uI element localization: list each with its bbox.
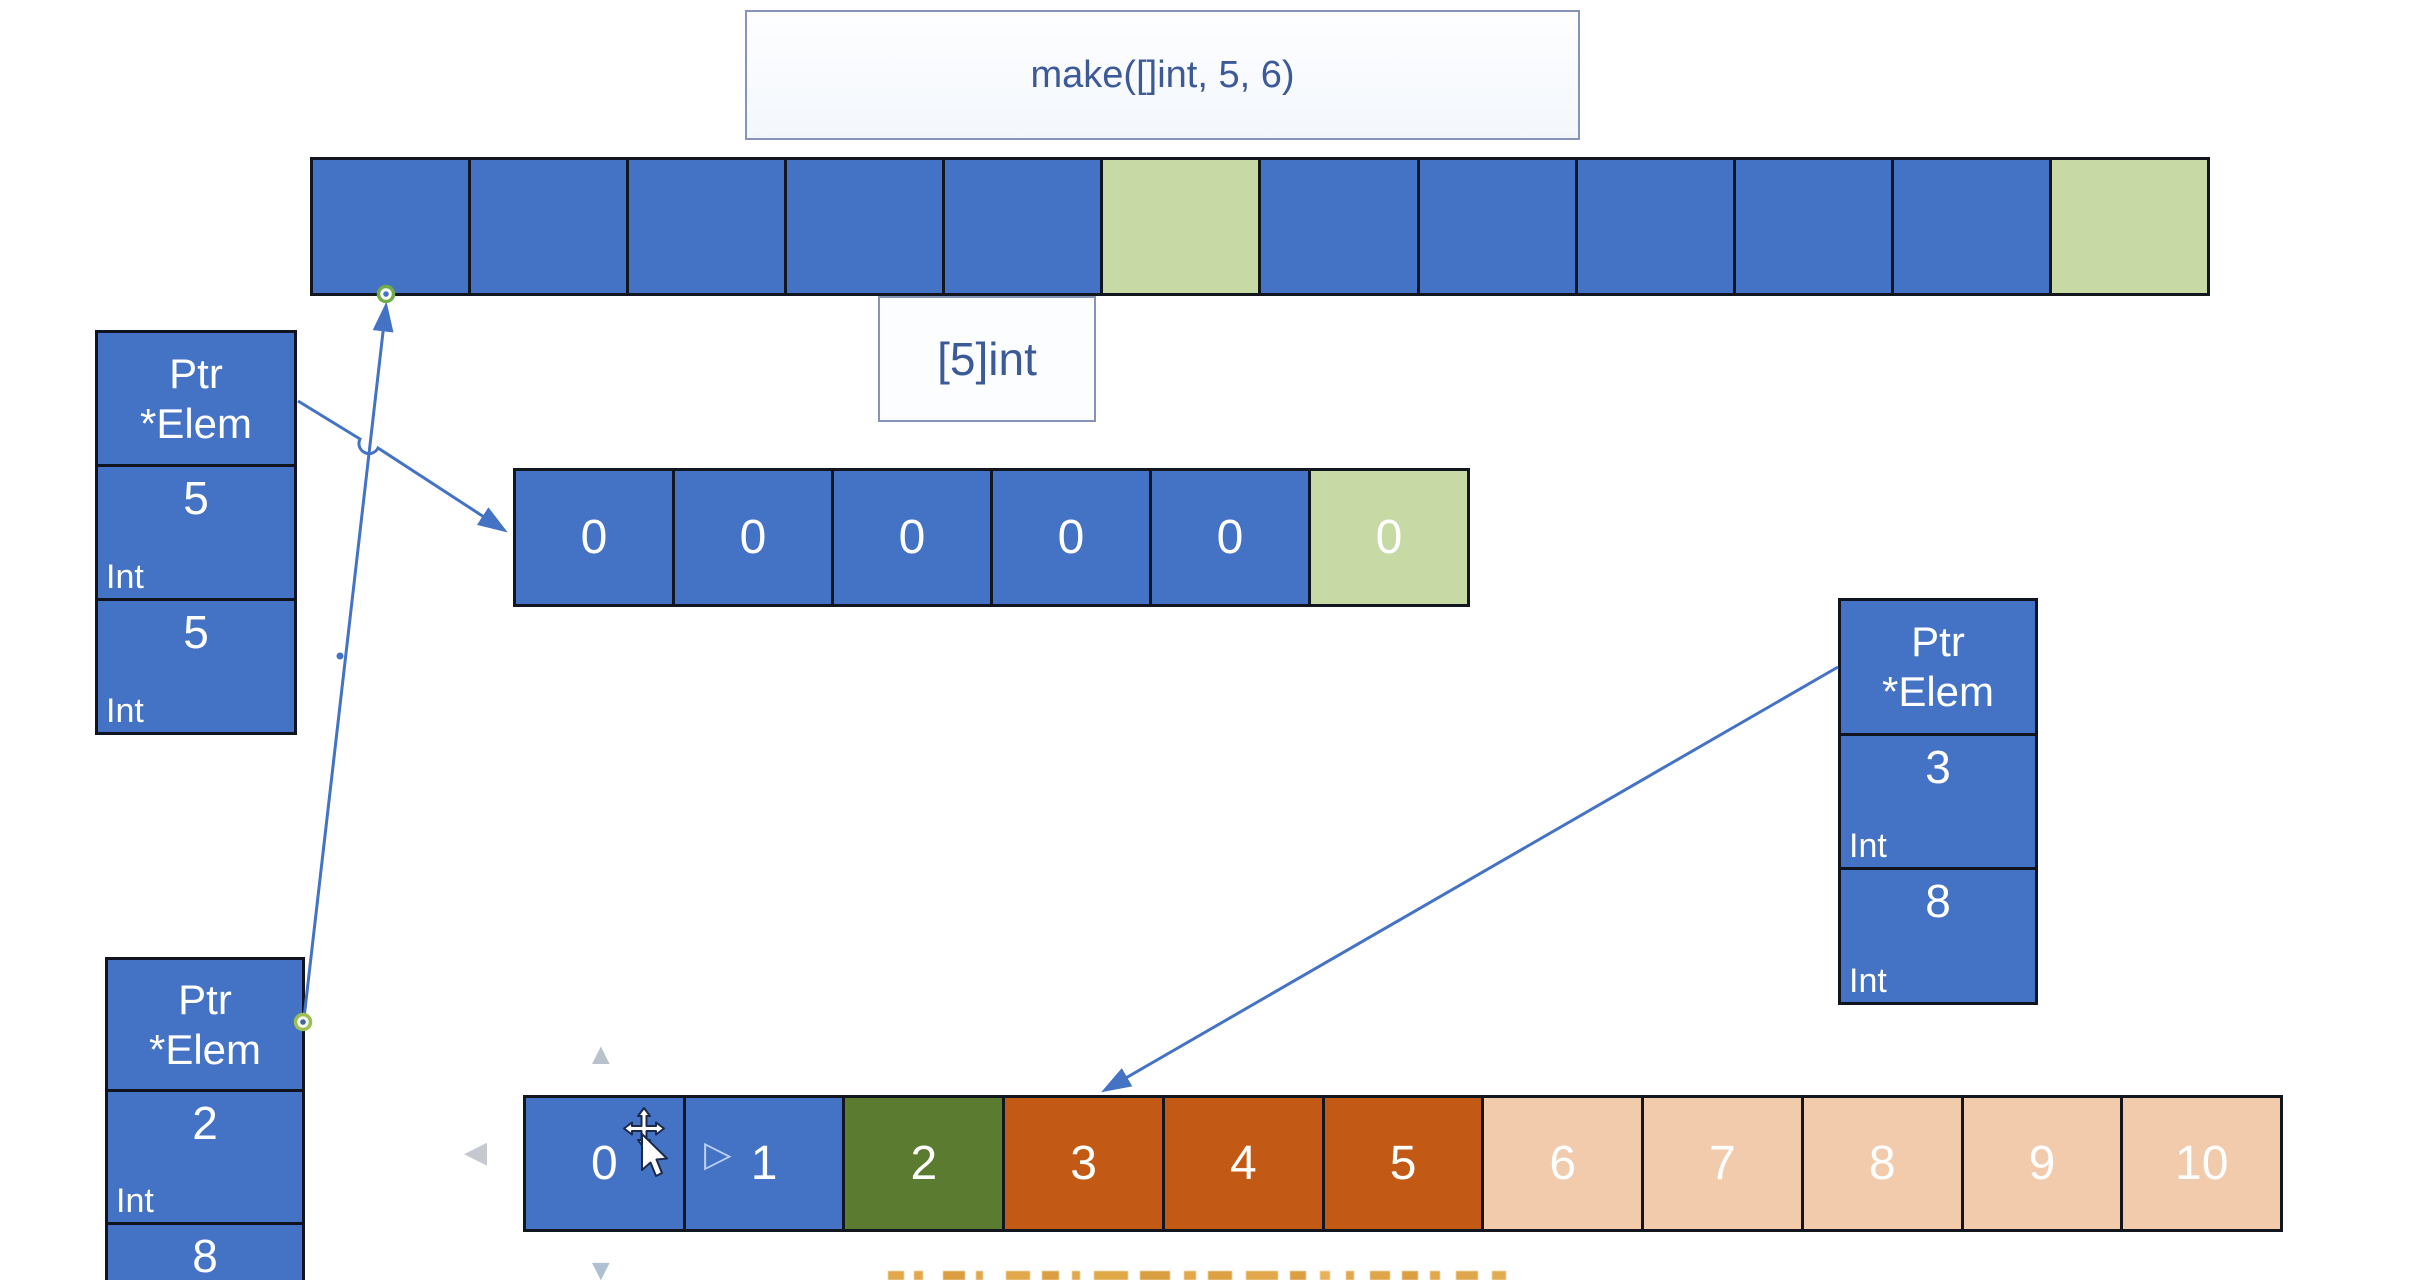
array-cell[interactable]: 0	[675, 471, 834, 604]
cell-value: 7	[1709, 1136, 1736, 1190]
len-value: 2	[192, 1097, 218, 1150]
array-cell[interactable]	[313, 160, 472, 293]
array-cell[interactable]: 0	[516, 471, 675, 604]
slice-header-bottom-left[interactable]: Ptr *Elem 2 Int 8	[105, 957, 305, 1280]
field-cap[interactable]: 8	[108, 1225, 302, 1280]
array-cell[interactable]: 0	[1311, 471, 1467, 604]
array-type-label-box[interactable]: [5]int	[878, 296, 1096, 422]
cell-value: 1	[750, 1136, 778, 1190]
len-type: Int	[106, 558, 144, 596]
elem-label: *Elem	[148, 1025, 262, 1073]
cell-value: 0	[580, 510, 608, 564]
cell-value: 2	[910, 1136, 938, 1190]
array-cell[interactable]: 9	[1963, 1098, 2124, 1229]
cell-value: 0	[898, 510, 926, 564]
array-cell[interactable]	[945, 160, 1104, 293]
array-cell[interactable]	[1893, 160, 2052, 293]
field-ptr[interactable]: Ptr *Elem	[108, 960, 302, 1093]
array-cell[interactable]	[471, 160, 630, 293]
array-cell[interactable]	[1735, 160, 1894, 293]
cell-value: 8	[1868, 1136, 1896, 1190]
field-cap[interactable]: 8 Int	[1841, 870, 2035, 1002]
code-label-box[interactable]: make([]int, 5, 6)	[745, 10, 1580, 140]
array-cell[interactable]	[1261, 160, 1420, 293]
ptr-label: Ptr	[169, 349, 223, 397]
nudge-down-triangle-icon[interactable]: ▼	[586, 1254, 616, 1280]
arrow-rightheader-to-bottomarray[interactable]	[1101, 665, 1839, 1093]
field-len[interactable]: 2 Int	[108, 1092, 302, 1225]
ptr-label: Ptr	[178, 976, 232, 1024]
cap-value: 8	[192, 1229, 218, 1280]
slice-header-right[interactable]: Ptr *Elem 3 Int 8 Int	[1838, 598, 2038, 1005]
array-cell[interactable]: 0	[1152, 471, 1311, 604]
array-type-label-text: [5]int	[937, 333, 1037, 385]
field-ptr[interactable]: Ptr *Elem	[1841, 601, 2035, 736]
slice-header-left[interactable]: Ptr *Elem 5 Int 5 Int	[95, 330, 297, 735]
field-len[interactable]: 5 Int	[98, 467, 294, 601]
cell-value: 0	[1057, 510, 1085, 564]
cell-value: 10	[2175, 1136, 2229, 1190]
array-cell[interactable]: 3	[1005, 1098, 1165, 1229]
len-value: 5	[183, 472, 209, 524]
indexed-array-bottom[interactable]: 0 1 2 3 4 5 6 7 8 9 10	[523, 1095, 2283, 1232]
field-cap[interactable]: 5 Int	[98, 601, 294, 732]
array-cell[interactable]: 6	[1484, 1098, 1645, 1229]
array-cell[interactable]	[787, 160, 946, 293]
array-cell[interactable]: 7	[1644, 1098, 1804, 1229]
cell-value: 0	[1216, 510, 1244, 564]
field-len[interactable]: 3 Int	[1841, 736, 2035, 871]
array-cell[interactable]: 4	[1164, 1098, 1325, 1229]
array-cell[interactable]	[1419, 160, 1578, 293]
array-cell[interactable]: 1	[685, 1098, 846, 1229]
len-type: Int	[1849, 827, 1887, 866]
len-type: Int	[116, 1181, 154, 1220]
array-cell[interactable]: 5	[1324, 1098, 1485, 1229]
array-cell[interactable]	[1577, 160, 1736, 293]
mouse-move-cursor-icon	[623, 1107, 668, 1177]
code-label-text: make([]int, 5, 6)	[1030, 53, 1295, 96]
array-cell[interactable]: 0	[834, 471, 993, 604]
cell-value: 0	[1375, 510, 1403, 564]
array-cell[interactable]	[629, 160, 788, 293]
len-value: 3	[1925, 740, 1951, 793]
slice-array-middle[interactable]: 0 0 0 0 0 0	[513, 468, 1470, 607]
ghost-play-triangle-icon: ▷	[704, 1133, 732, 1174]
array-cell[interactable]: 2	[845, 1098, 1006, 1229]
cell-value: 6	[1549, 1136, 1577, 1190]
array-cell[interactable]	[2051, 160, 2207, 293]
array-cell[interactable]: 0	[993, 471, 1152, 604]
cap-type: Int	[106, 692, 144, 730]
cell-value: 0	[591, 1136, 618, 1190]
cap-type: Int	[1849, 962, 1887, 1001]
cap-value: 8	[1925, 875, 1951, 928]
nudge-left-triangle-icon[interactable]: ◀	[464, 1136, 488, 1169]
cell-value: 5	[1389, 1136, 1417, 1190]
array-cell[interactable]: 10	[2123, 1098, 2281, 1229]
clipped-caption-text	[888, 1271, 1520, 1280]
array-cell[interactable]	[1103, 160, 1262, 293]
cell-value: 9	[2028, 1136, 2056, 1190]
arrow-midpoint-dot	[336, 652, 344, 660]
arrow-leftheader-to-middlearray[interactable]	[297, 399, 508, 533]
elem-label: *Elem	[1881, 667, 1995, 715]
cell-value: 0	[739, 510, 767, 564]
arrow-bottomheader-to-toparray[interactable]	[302, 301, 394, 1019]
backing-array-top[interactable]	[310, 157, 2210, 296]
ptr-label: Ptr	[1911, 618, 1965, 666]
elem-label: *Elem	[139, 399, 253, 447]
field-ptr[interactable]: Ptr *Elem	[98, 333, 294, 467]
cap-value: 5	[183, 606, 209, 658]
nudge-up-triangle-icon[interactable]: ▲	[586, 1038, 616, 1071]
cell-value: 4	[1229, 1136, 1257, 1190]
cell-value: 3	[1070, 1136, 1097, 1190]
array-cell[interactable]: 8	[1803, 1098, 1964, 1229]
